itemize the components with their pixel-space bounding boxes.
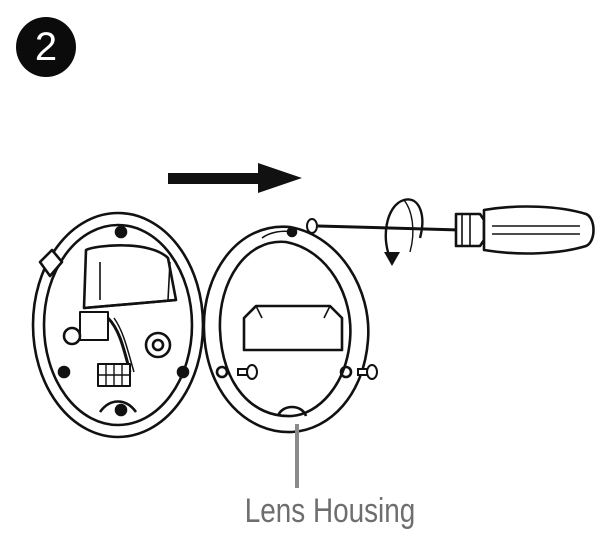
step-number: 2 [34,24,58,69]
screwdriver-icon [317,205,595,255]
lens-housing [202,225,370,434]
screw [237,218,378,380]
direction-arrow-icon [168,163,302,193]
rotate-arrow-icon [384,198,424,266]
step-number-badge: 2 [16,17,76,77]
camera-base [31,211,205,439]
lens-housing-label: Lens Housing [244,492,416,530]
